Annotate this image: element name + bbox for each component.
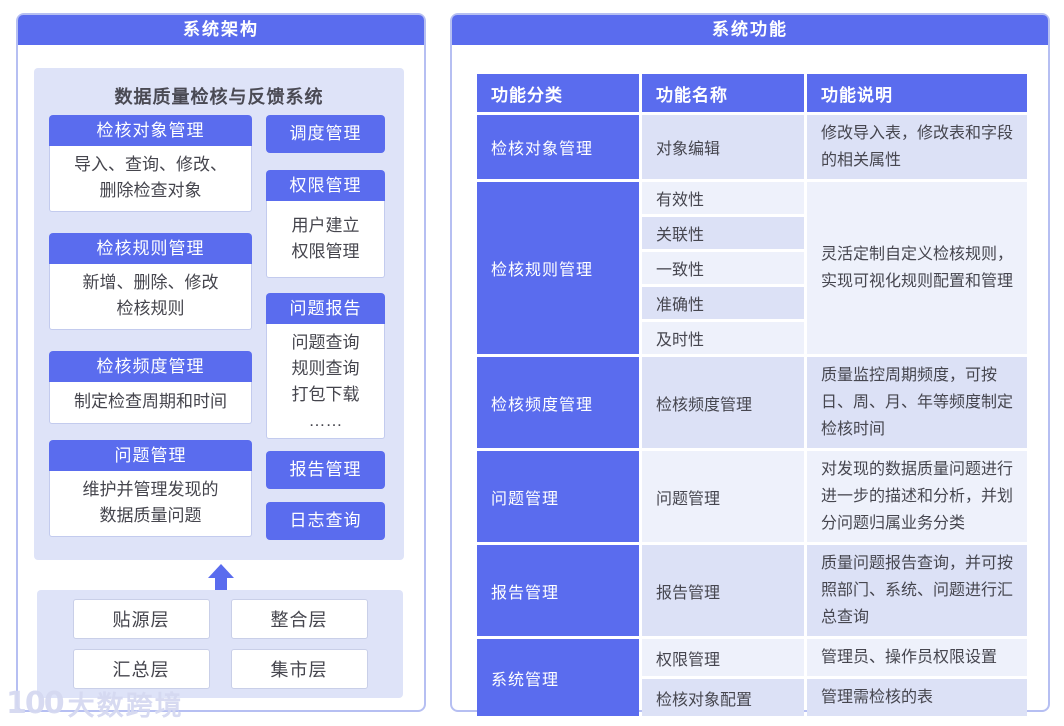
function-desc-cell: 质量问题报告查询，并可按照部门、系统、问题进行汇总查询 [807, 545, 1027, 636]
functions-panel: 系统功能 功能分类 功能名称 功能说明 检核对象管理 对象编辑 修改导入表，修改… [450, 13, 1050, 716]
function-desc-cell: 修改导入表，修改表和字段的相关属性 [807, 115, 1027, 179]
module-body: 问题查询 规则查询 打包下载 …… [266, 324, 385, 439]
function-name-cell: 权限管理 [642, 639, 804, 676]
module-title: 检核频度管理 [49, 351, 252, 382]
function-desc-cell: 质量监控周期频度，可按日、周、月、年等频度制定检核时间 [807, 357, 1027, 448]
column-header-description: 功能说明 [807, 74, 1027, 112]
table-row: 报告管理 报告管理 质量问题报告查询，并可按照部门、系统、问题进行汇总查询 [477, 545, 1027, 636]
architecture-side-column: 调度管理 权限管理 用户建立 权限管理 问题报告 问题查询 规则查询 [266, 115, 385, 558]
watermark-logo-icon: 100 [6, 686, 65, 721]
table-row: 准确性 [477, 287, 1027, 319]
module-report-mgmt: 报告管理 [266, 451, 385, 489]
module-title: 问题报告 [266, 293, 385, 324]
architecture-container: 数据质量检核与反馈系统 检核对象管理 导入、查询、修改、 删除检查对象 检核规则… [34, 68, 404, 560]
module-permission-mgmt: 权限管理 用户建立 权限管理 [266, 170, 385, 278]
module-body-line: 数据质量问题 [99, 506, 202, 525]
module-body-line: …… [308, 411, 343, 430]
module-issue-report: 问题报告 问题查询 规则查询 打包下载 …… [266, 293, 385, 439]
architecture-panel: 系统架构 数据质量检核与反馈系统 检核对象管理 导入、查询、修改、 删除检查对象… [16, 13, 426, 712]
module-check-rule-mgmt: 检核规则管理 新增、删除、修改 检核规则 [49, 233, 252, 330]
module-issue-mgmt: 问题管理 维护并管理发现的 数据质量问题 [49, 440, 252, 537]
layer-summary: 汇总层 [72, 649, 210, 689]
module-body-line: 制定检查周期和时间 [74, 392, 227, 411]
table-row: 检核对象管理 对象编辑 修改导入表，修改表和字段的相关属性 [477, 115, 1027, 179]
function-name-cell: 问题管理 [642, 451, 804, 542]
functions-table: 功能分类 功能名称 功能说明 检核对象管理 对象编辑 修改导入表，修改表和字段的… [474, 71, 1030, 719]
table-row: 检核频度管理 检核频度管理 质量监控周期频度，可按日、周、月、年等频度制定检核时… [477, 357, 1027, 448]
function-name-cell: 有效性 [642, 182, 804, 214]
table-header-row: 功能分类 功能名称 功能说明 [477, 74, 1027, 112]
up-arrow-icon [208, 564, 234, 591]
data-layers-container: 贴源层 整合层 汇总层 集市层 [37, 590, 403, 698]
category-cell: 系统管理 [477, 639, 639, 716]
arrow-head [208, 564, 234, 578]
module-check-frequency-mgmt: 检核频度管理 制定检查周期和时间 [49, 351, 252, 424]
table-row: 一致性 [477, 252, 1027, 284]
module-body: 制定检查周期和时间 [49, 382, 252, 424]
function-name-cell: 一致性 [642, 252, 804, 284]
category-cell: 检核规则管理 [477, 182, 639, 354]
column-header-name: 功能名称 [642, 74, 804, 112]
module-schedule-mgmt: 调度管理 [266, 115, 385, 153]
module-body: 新增、删除、修改 检核规则 [49, 264, 252, 330]
layer-mart: 集市层 [230, 649, 368, 689]
module-body-line: 权限管理 [291, 242, 360, 261]
column-header-category: 功能分类 [477, 74, 639, 112]
table-row: 系统管理 权限管理 管理员、操作员权限设置 [477, 639, 1027, 716]
module-body: 导入、查询、修改、 删除检查对象 [49, 146, 252, 212]
module-body-line: 导入、查询、修改、 [74, 155, 227, 174]
function-name-cell: 及时性 [642, 322, 804, 354]
function-desc-cell: 管理需检核的表 [807, 679, 1027, 716]
function-desc-cell: 灵活定制自定义检核规则，实现可视化规则配置和管理 [807, 182, 1027, 354]
function-name-cell: 关联性 [642, 217, 804, 249]
module-title: 问题管理 [49, 440, 252, 471]
function-name-cell: 准确性 [642, 287, 804, 319]
architecture-columns: 检核对象管理 导入、查询、修改、 删除检查对象 检核规则管理 新增、删除、修改 … [34, 109, 404, 558]
function-name-cell: 对象编辑 [642, 115, 804, 179]
function-desc-cell: 对发现的数据质量问题进行进一步的描述和分析，并划分问题归属业务分类 [807, 451, 1027, 542]
module-body-line: 用户建立 [291, 216, 360, 235]
module-title: 检核规则管理 [49, 233, 252, 264]
architecture-main-column: 检核对象管理 导入、查询、修改、 删除检查对象 检核规则管理 新增、删除、修改 … [49, 115, 252, 558]
module-body: 维护并管理发现的 数据质量问题 [49, 471, 252, 537]
system-title: 数据质量检核与反馈系统 [114, 87, 324, 107]
functions-panel-title: 系统功能 [452, 15, 1048, 45]
module-body-line: 规则查询 [291, 359, 360, 378]
table-row: 及时性 [477, 322, 1027, 354]
category-cell: 问题管理 [477, 451, 639, 542]
table-row: 检核规则管理 有效性 灵活定制自定义检核规则，实现可视化规则配置和管理 [477, 182, 1027, 354]
category-cell: 检核频度管理 [477, 357, 639, 448]
function-name-cell: 报告管理 [642, 545, 804, 636]
arrow-stem [215, 578, 227, 591]
module-body-line: 打包下载 [291, 385, 360, 404]
function-name-cell: 检核对象配置 [642, 679, 804, 716]
category-cell: 检核对象管理 [477, 115, 639, 179]
module-check-object-mgmt: 检核对象管理 导入、查询、修改、 删除检查对象 [49, 115, 252, 212]
architecture-panel-title: 系统架构 [18, 15, 424, 45]
module-body-line: 检核规则 [116, 299, 185, 318]
module-body-line: 维护并管理发现的 [82, 480, 219, 499]
module-body-line: 问题查询 [291, 333, 360, 352]
category-cell: 报告管理 [477, 545, 639, 636]
table-row: 关联性 [477, 217, 1027, 249]
module-body-line: 新增、删除、修改 [82, 273, 219, 292]
module-log-query: 日志查询 [266, 502, 385, 540]
layer-source: 贴源层 [72, 599, 210, 639]
watermark: 100 大数跨境 [6, 684, 184, 723]
module-title: 权限管理 [266, 170, 385, 201]
module-title: 检核对象管理 [49, 115, 252, 146]
table-row: 问题管理 问题管理 对发现的数据质量问题进行进一步的描述和分析，并划分问题归属业… [477, 451, 1027, 542]
function-desc-cell: 管理员、操作员权限设置 [807, 639, 1027, 676]
module-body: 用户建立 权限管理 [266, 201, 385, 278]
module-body-line: 删除检查对象 [99, 181, 202, 200]
table-row: 检核对象配置 管理需检核的表 [477, 679, 1027, 716]
layer-integration: 整合层 [230, 599, 368, 639]
watermark-text: 大数跨境 [67, 691, 184, 721]
function-name-cell: 检核频度管理 [642, 357, 804, 448]
